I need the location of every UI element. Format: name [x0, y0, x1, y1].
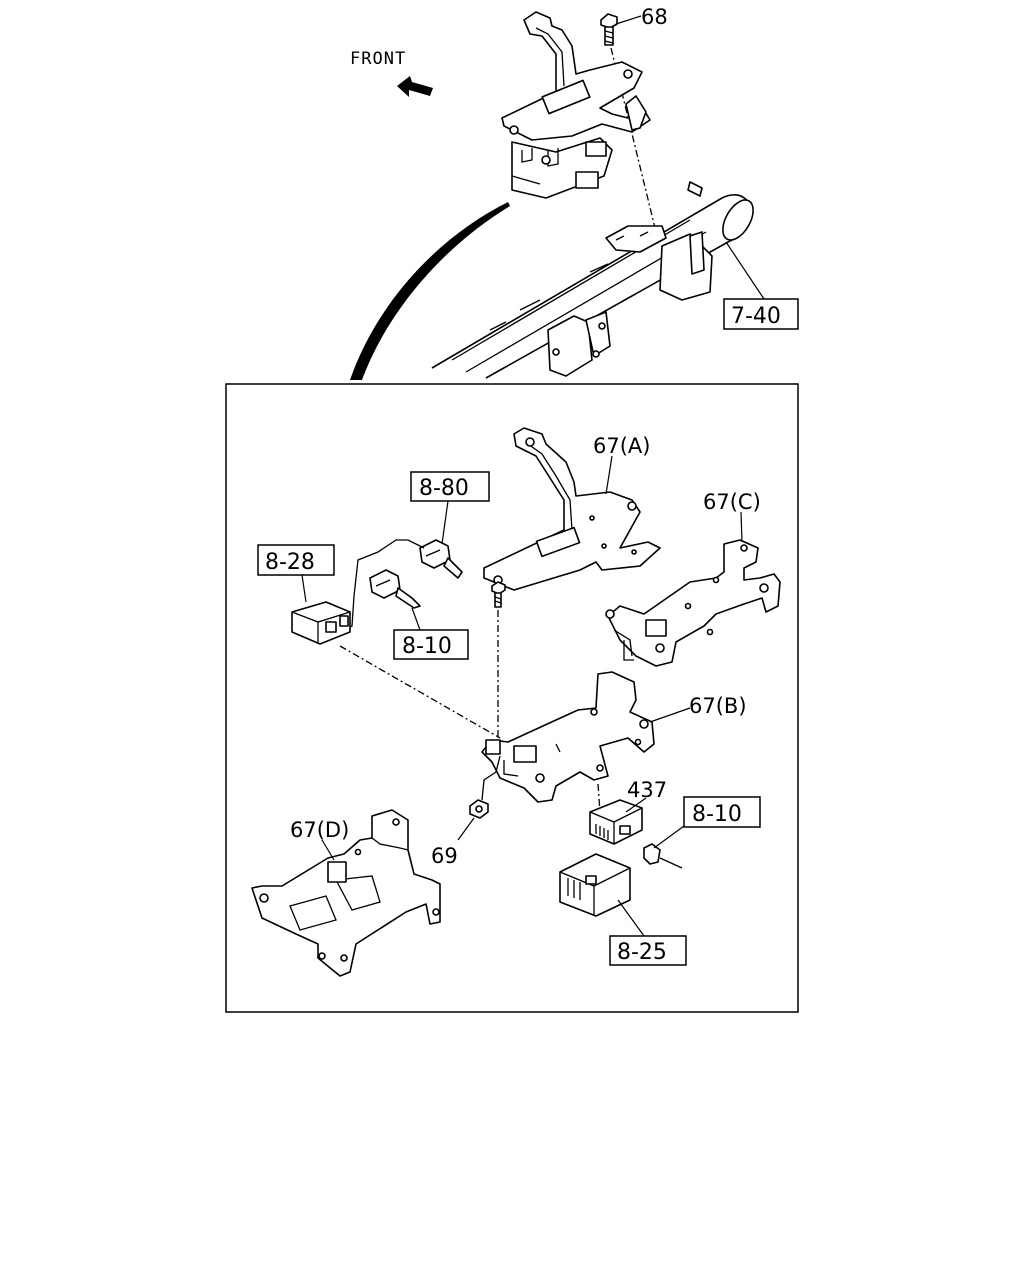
callout-8-10-right: 8-10	[692, 802, 742, 827]
bracket-67c	[605, 539, 781, 667]
top-assembly: FRONT 68	[350, 5, 799, 380]
bracket-assembly-top	[501, 11, 651, 199]
callout-437: 437	[627, 778, 667, 802]
detail-arrow	[350, 202, 510, 380]
bracket-67a	[483, 427, 661, 591]
callout-box-8-80	[410, 471, 490, 502]
callout-8-25: 8-25	[617, 940, 667, 965]
callout-67a: 67(A)	[593, 434, 650, 458]
callout-box-7-40	[723, 298, 799, 330]
nut-69	[469, 799, 489, 819]
connector-8-10-left	[369, 569, 421, 609]
callout-67d: 67(D)	[290, 818, 349, 842]
detail-frame	[225, 383, 799, 1013]
front-label: FRONT	[350, 49, 406, 69]
front-arrow-icon	[397, 76, 433, 97]
connector-8-80	[419, 539, 463, 579]
callout-8-28: 8-28	[265, 550, 315, 575]
screw-67a	[491, 581, 506, 608]
relay-case-8-25	[559, 853, 631, 917]
callout-69: 69	[431, 844, 458, 868]
bracket-67b	[481, 671, 655, 803]
callout-box-8-25	[609, 935, 687, 966]
callout-box-8-10-right	[683, 796, 761, 828]
relay-437	[589, 799, 643, 845]
connector-8-10-right	[643, 843, 683, 869]
callout-68: 68	[641, 5, 668, 29]
callout-8-80: 8-80	[419, 476, 469, 501]
callout-box-8-10-left	[393, 629, 469, 660]
callout-67b: 67(B)	[689, 694, 747, 718]
callout-7-40: 7-40	[731, 304, 781, 329]
cross-member	[431, 181, 754, 379]
bolt-68	[600, 13, 618, 46]
relay-8-28	[291, 601, 351, 645]
callout-8-10-left: 8-10	[402, 634, 452, 659]
bracket-67d	[251, 809, 441, 977]
callout-box-8-28	[257, 544, 335, 576]
callout-67c: 67(C)	[703, 490, 761, 514]
